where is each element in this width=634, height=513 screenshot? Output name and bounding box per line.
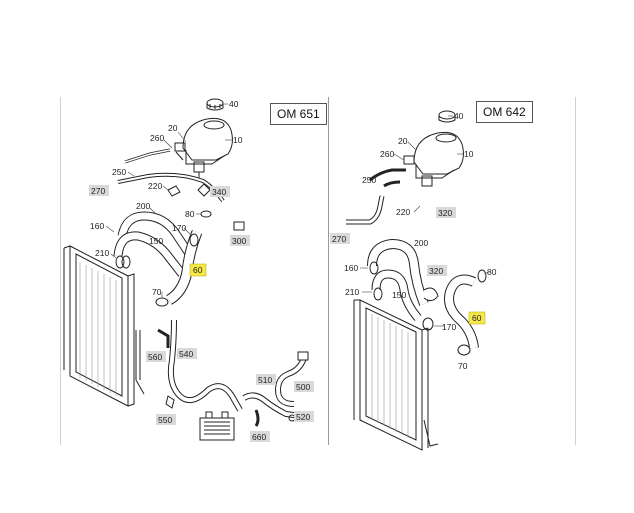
panel-om651 [60,97,329,445]
part-number: 210 [95,248,109,258]
tank-cap-icon [206,98,224,111]
pipe-270-icon [346,195,385,225]
o-ring-80-icon [200,210,212,218]
part-number: 300 [232,236,246,246]
hose-200-icon [117,211,192,255]
part-number: 320 [429,266,443,276]
part-number: 60 [193,265,203,275]
o-ring-70-icon [155,297,169,307]
label-box-340 [210,186,230,197]
hose-160-icon [113,231,186,277]
part-number: 10 [464,149,474,159]
part-number: 20 [168,123,178,133]
label-box-270-right [330,233,350,244]
part-number: 540 [179,349,193,359]
part-number: 220 [148,181,162,191]
part-number: 70 [152,287,162,297]
part-number: 200 [414,238,428,248]
label-box-320-right [436,207,456,218]
tank-cap-icon-right [438,110,456,123]
part-number: 170 [442,322,456,332]
part-number: 260 [150,133,164,143]
hose-520-icon [242,392,301,419]
hose-500-icon [274,351,309,407]
part-number: 660 [252,432,266,442]
label-box-540 [177,348,197,359]
radiator-icon [63,245,145,407]
part-number: 550 [158,415,172,425]
part-number: 270 [91,186,105,196]
label-box-510 [256,374,276,385]
label-box-560 [146,351,166,362]
engine-label-left: OM 651 [270,103,327,125]
part-number: 10 [233,135,243,145]
label-box-320b-right [427,265,447,276]
part-number: 510 [258,375,272,385]
pipe-540-icon [167,319,243,412]
part-number: 200 [136,201,150,211]
label-box-550 [156,414,176,425]
highlight-60-left [189,263,207,277]
part-number: 150 [149,236,163,246]
part-number: 500 [296,382,310,392]
part-number: 270 [332,234,346,244]
part-number: 210 [345,287,359,297]
hose-200-icon-right [367,238,429,306]
part-number: 70 [458,361,468,371]
part-number: 260 [380,149,394,159]
radiator-icon-right [353,299,439,451]
expansion-tank-icon-right [403,131,464,187]
part-number: 520 [296,412,310,422]
part-number: 160 [344,263,358,273]
part-number: 150 [392,290,406,300]
part-number: 40 [229,99,239,109]
part-number: 160 [90,221,104,231]
oil-cooler-icon [199,411,235,441]
part-number: 560 [148,352,162,362]
part-number: 60 [472,313,482,323]
engine-label-right: OM 642 [476,101,533,123]
hose-60-icon-right [444,274,479,349]
hose-150-icon-right [371,269,422,321]
part-number: 340 [212,187,226,197]
part-number: 250 [362,175,376,185]
connector-300-icon [233,221,245,231]
part-number: 80 [487,267,497,277]
part-number: 80 [185,209,195,219]
highlight-60-right [468,311,486,325]
hose-60-icon [166,229,203,305]
label-box-270-left [89,185,109,196]
expansion-tank-icon [174,117,233,180]
part-number: 170 [172,223,186,233]
label-box-520 [294,411,314,422]
part-number: 220 [396,207,410,217]
label-box-660 [250,431,270,442]
part-number: 250 [112,167,126,177]
label-box-300 [230,235,250,246]
part-number: 20 [398,136,408,146]
panel-om642 [330,97,576,445]
part-number: 40 [454,111,464,121]
part-number: 320 [438,208,452,218]
o-ring-170-icon [189,233,199,247]
label-box-500 [294,381,314,392]
